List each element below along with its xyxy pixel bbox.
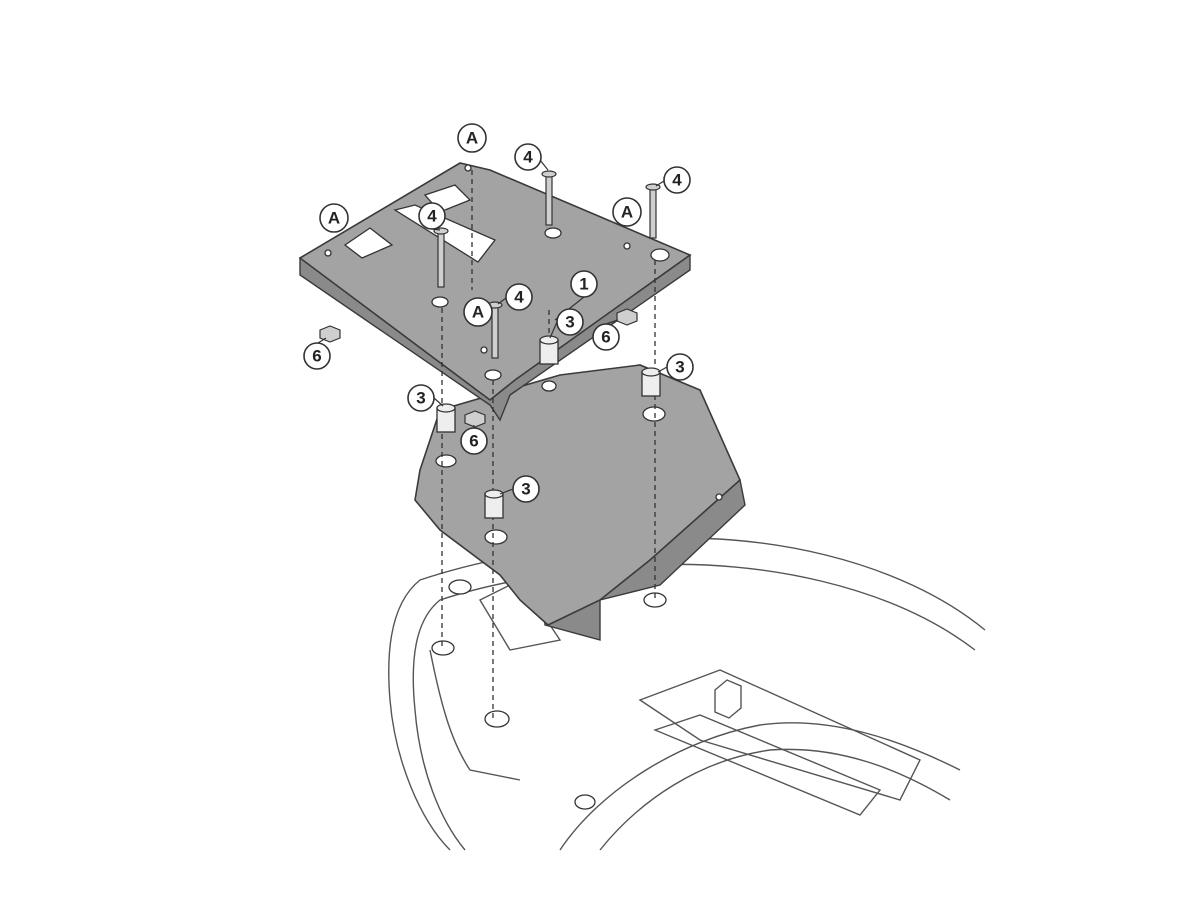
callout-a-right: A xyxy=(612,197,642,227)
svg-text:A: A xyxy=(466,129,478,148)
callout-spacer-1: 3 xyxy=(556,308,584,336)
callout-spacer-2: 3 xyxy=(666,353,694,381)
svg-text:A: A xyxy=(621,203,633,222)
callout-spacer-3: 3 xyxy=(407,384,435,412)
callout-nut-1: 6 xyxy=(303,342,331,370)
svg-text:3: 3 xyxy=(521,480,530,499)
scooter-seat-outline xyxy=(388,537,986,851)
svg-text:4: 4 xyxy=(523,148,533,167)
callout-plate: 1 xyxy=(570,270,598,298)
assembly-lines xyxy=(441,170,656,720)
svg-text:3: 3 xyxy=(565,313,574,332)
callout-screw-4: 4 xyxy=(505,283,533,311)
svg-text:4: 4 xyxy=(514,288,524,307)
svg-text:6: 6 xyxy=(469,432,478,451)
svg-text:4: 4 xyxy=(427,207,437,226)
callout-nut-3: 6 xyxy=(460,427,488,455)
svg-text:4: 4 xyxy=(672,171,682,190)
svg-text:1: 1 xyxy=(579,275,588,294)
callout-a-front: A xyxy=(463,297,493,327)
callout-screw-3: 4 xyxy=(663,166,691,194)
callout-a-top: A xyxy=(457,123,487,153)
svg-text:A: A xyxy=(472,303,484,322)
callout-nut-2: 6 xyxy=(592,323,620,351)
base-plate xyxy=(414,364,746,641)
callout-screw-1: 4 xyxy=(514,143,542,171)
callout-screw-2: 4 xyxy=(418,202,446,230)
svg-text:6: 6 xyxy=(312,347,321,366)
svg-text:3: 3 xyxy=(416,389,425,408)
callout-spacer-4: 3 xyxy=(512,475,540,503)
screws xyxy=(433,170,661,359)
svg-text:A: A xyxy=(328,209,340,228)
svg-text:3: 3 xyxy=(675,358,684,377)
callout-a-left: A xyxy=(319,203,349,233)
spacers xyxy=(436,335,661,519)
svg-text:6: 6 xyxy=(601,328,610,347)
